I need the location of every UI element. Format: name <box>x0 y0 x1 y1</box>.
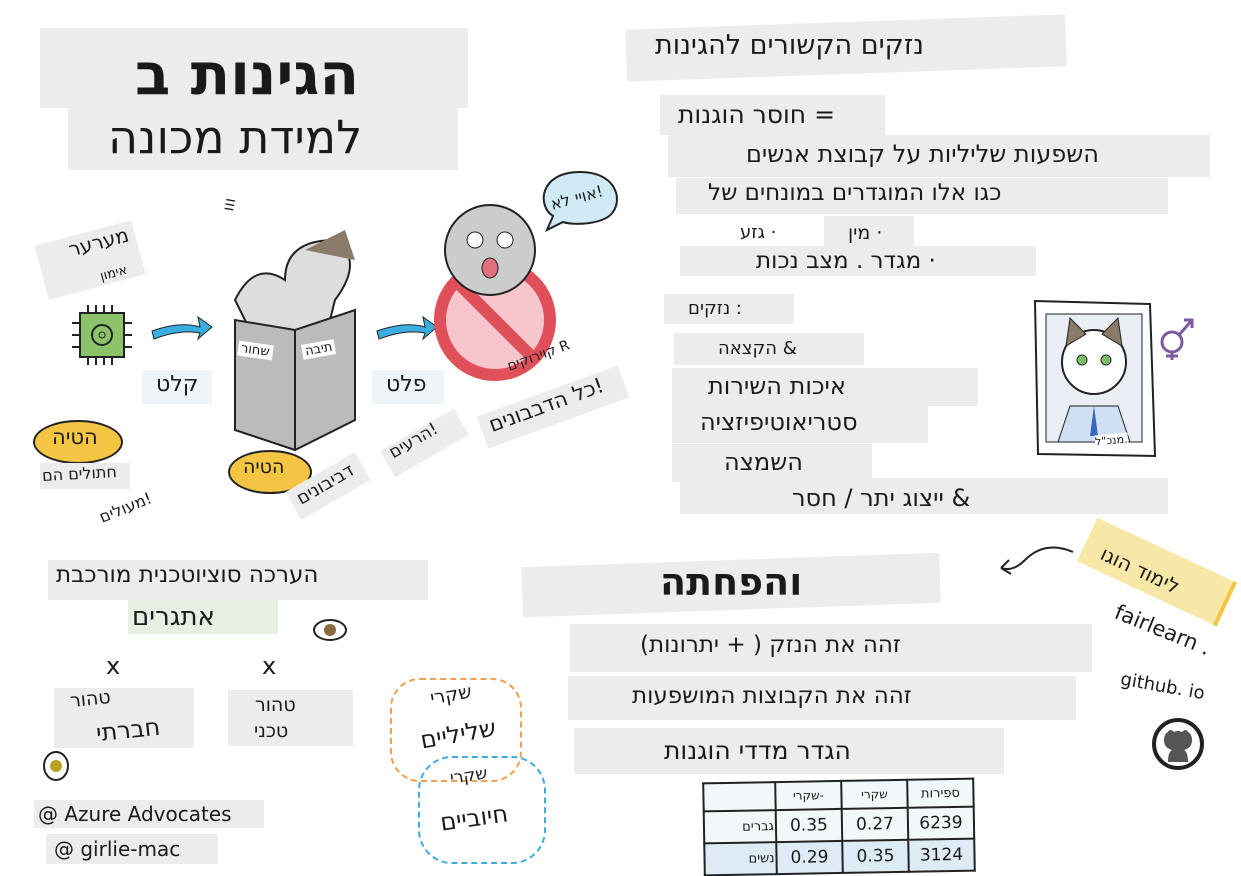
table-row-label: םירבג <box>703 810 777 844</box>
cat-portrait-icon <box>1033 299 1157 458</box>
github-io-link[interactable]: github. io <box>1118 668 1207 705</box>
speech-bubble <box>542 170 618 233</box>
table-cell: 0.35 <box>775 808 843 843</box>
def-line2: לש םיחנומב םירדגומה ולא וגכ <box>708 180 1002 206</box>
title-line1: ב תוניגה <box>135 40 360 108</box>
arrow-in-icon <box>151 315 213 341</box>
harm-item-1: האצקה & <box>718 338 797 359</box>
harm-1-bg <box>674 333 864 365</box>
credit1-bg <box>34 800 264 828</box>
harm-2-bg <box>672 368 978 406</box>
attr-gender-bg <box>824 216 914 246</box>
list-title-bg <box>664 294 794 324</box>
harms-heading: תוניגהל םירושקה םיקזנ <box>655 30 924 61</box>
list-title: םיקזנ : <box>688 298 742 319</box>
assess-heading2: םירגתא <box>132 602 215 632</box>
assess-heading2-bg <box>128 600 278 634</box>
def-title-bg <box>660 95 885 135</box>
bias2-label: היטה <box>243 456 285 478</box>
eye-small-icon <box>43 751 69 781</box>
social-line1: רוהט <box>68 685 112 713</box>
table-cell: 0.29 <box>776 840 843 875</box>
social-bg <box>54 688 194 748</box>
table-header: ירקש- <box>775 780 842 811</box>
tech-bg <box>228 690 353 746</box>
gender-symbol-icon <box>1160 318 1194 360</box>
black-box-cat-icon <box>233 230 356 452</box>
bias1-badge <box>33 420 123 464</box>
title-line2: הנוכמ תדימל <box>108 110 363 164</box>
fairness-table: ירקש- ירקש תוריפס םירבג 0.35 0.27 6239 ם… <box>702 777 976 876</box>
title-bg <box>40 28 468 108</box>
step-2: תועפשומה תוצובקה תא ההז <box>632 683 912 709</box>
credit2-bg <box>46 834 218 864</box>
raccoon-stop-icon <box>434 204 556 381</box>
assess-heading1: תבכרומ תינכטויצוס הכרעה <box>56 562 319 588</box>
bias1-label: היטה <box>52 425 98 449</box>
step3-bg <box>574 728 1004 774</box>
harm-item-2: תורישה תוכיא <box>708 372 846 400</box>
harm-item-5: רסח / רתי גוציי & <box>792 484 971 512</box>
chip-icon <box>72 305 132 365</box>
arrow-in-label: טלק <box>156 372 199 397</box>
table-header: ירקש <box>841 779 908 809</box>
attr-other: תוכנ בצמ . רדגמ · <box>756 248 936 274</box>
false-positives-cloud <box>418 756 546 864</box>
motion-marks: ııı <box>218 196 240 213</box>
harm-item-3: היצזיפיטואירטס <box>700 408 858 436</box>
curved-arrow-icon <box>1000 546 1074 575</box>
table-row-label: םישנ <box>704 842 777 876</box>
harm-5-bg <box>680 478 1168 514</box>
attr-other-bg <box>680 246 1036 276</box>
credit-line2: @ girlie-mac <box>54 837 181 861</box>
credit-line1: @ Azure Advocates <box>38 802 232 826</box>
step1-bg <box>570 624 1092 672</box>
table-row: םירבג 0.35 0.27 6239 <box>703 806 975 844</box>
bias1-note-bg <box>40 463 130 489</box>
bias1-note2: םילועמ! <box>96 488 155 527</box>
mitigation-heading: התחפהו <box>660 560 803 604</box>
arrow-out-label: טלפ <box>386 372 427 397</box>
def-line1: םישנא תצובק לע תוילילש תועפשה <box>746 140 1099 168</box>
tech-line1: רוהט <box>255 694 296 716</box>
def-line2-bg <box>676 178 1168 214</box>
table-row: םישנ 0.29 0.35 3124 <box>704 838 975 876</box>
step-1: (תונורתי + ) קזנה תא ההז <box>640 632 901 658</box>
eye-icon <box>313 619 347 641</box>
table-cell: 0.27 <box>841 807 909 841</box>
table-header-empty <box>703 782 776 812</box>
attr-gender: ןימ · <box>848 222 883 244</box>
table-cell: 3124 <box>908 838 975 872</box>
x-left: x <box>106 652 121 680</box>
attr-race: עזג · <box>740 222 777 243</box>
arrow-in-bg <box>142 370 212 404</box>
harm-item-4: הצמשה <box>724 448 803 476</box>
table-cell: 6239 <box>907 806 975 840</box>
table-header: תוריפס <box>907 778 974 808</box>
title2-bg <box>68 108 458 170</box>
harm-4-bg <box>672 444 872 482</box>
tech-line2: ינכט <box>254 720 289 742</box>
harm-3-bg <box>672 405 928 443</box>
bias1-note1: םה םילותח <box>41 462 118 485</box>
arrow-out-icon <box>376 315 438 341</box>
def-title: תונגוה רסוח = <box>678 100 836 129</box>
false-negatives-cloud <box>390 678 522 782</box>
def-line1-bg <box>668 135 1210 177</box>
x-right: x <box>262 652 277 680</box>
arrow-out-bg <box>372 370 444 404</box>
github-icon <box>1152 718 1204 770</box>
step-3: תונגוה ידדמ רדגה <box>664 736 851 765</box>
assess-heading1-bg <box>48 560 428 600</box>
table-cell: 0.35 <box>842 839 909 873</box>
step2-bg <box>568 676 1076 720</box>
